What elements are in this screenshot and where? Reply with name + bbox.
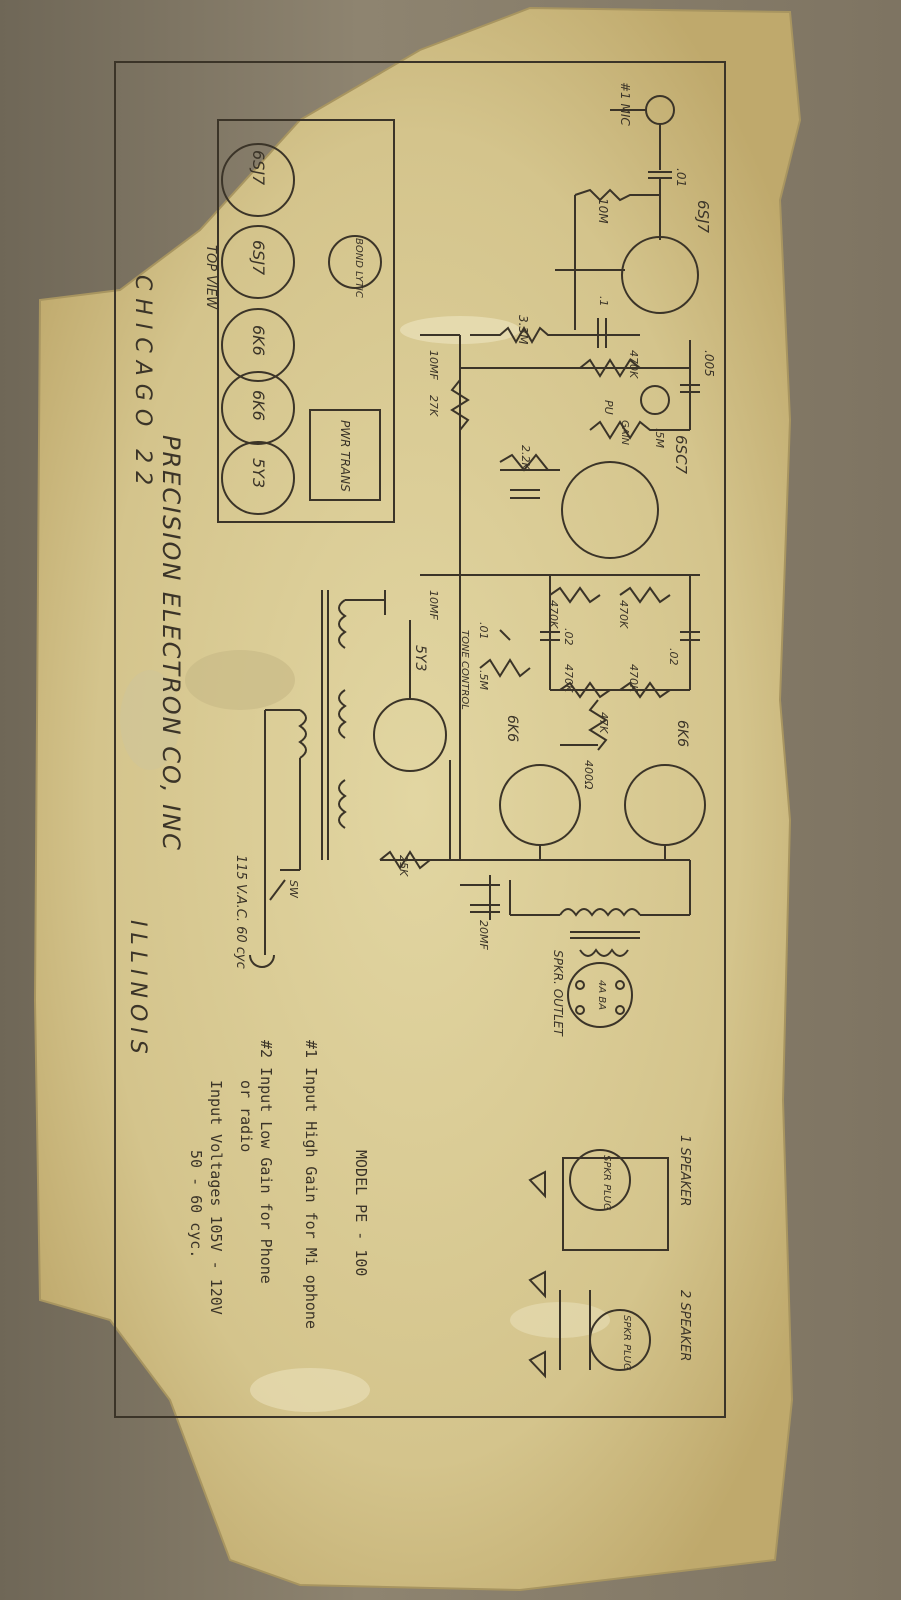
bond-lytic-can xyxy=(328,235,382,289)
power-trans-outline xyxy=(309,409,381,501)
cap-02-b-label: .02 xyxy=(667,648,680,666)
tube-layout-box xyxy=(217,119,395,523)
state-label: ILLINOIS xyxy=(125,920,150,1060)
city-label: CHICAGO 22 xyxy=(130,275,155,494)
mains-label: 115 V.A.C. 60 cyc xyxy=(233,855,248,969)
bond-lytic-label: BOND LYTIC xyxy=(353,238,364,298)
r-2-2k-label: 2.2K xyxy=(519,445,532,470)
circuit-wiring xyxy=(249,95,706,1379)
speaker-outlet-label: SPKR. OUTLET xyxy=(551,950,565,1036)
cap-01-tone-label: .01 xyxy=(477,622,490,640)
r-470k-d-label: 470K xyxy=(562,664,575,693)
cap-1-label: .1 xyxy=(597,296,610,307)
cap-01-label: .01 xyxy=(674,168,688,188)
r-470k-e-label: 470K xyxy=(627,664,640,693)
input-note-5: 50 - 60 cyc. xyxy=(187,1150,205,1259)
pu-label: PU xyxy=(602,400,615,415)
input-note-2: #2 Input Low Gain for Phone xyxy=(257,1040,275,1284)
power-trans-label: PWR TRANS xyxy=(338,420,352,492)
r-470k-b-label: 470K xyxy=(547,600,560,629)
r-400-label: 400Ω xyxy=(582,760,595,790)
input-note-4: Input Voltages 105V - 120V xyxy=(207,1080,225,1315)
driver-tube-label: 6SC7 xyxy=(672,435,690,475)
rectifier-tube-label: 5Y3 xyxy=(412,645,428,672)
model-label: MODEL PE - 100 xyxy=(352,1150,370,1277)
preamp-tube-label: 6SJ7 xyxy=(694,200,712,234)
two-speaker-label: 2 SPEAKER xyxy=(677,1290,692,1362)
company-label: PRECISION ELECTRON CO, INC xyxy=(157,435,185,852)
r-3-3m-label: 3.3M xyxy=(516,315,530,345)
schematic-border xyxy=(114,61,726,1418)
r-47k-label: 47K xyxy=(597,712,610,734)
r-10m-label: 10M xyxy=(596,198,610,224)
pot-5m-label: .5M xyxy=(653,428,666,448)
cap-02-a-label: .02 xyxy=(562,628,575,646)
cap-20mf-label: 20MF xyxy=(477,920,490,950)
cap-10mf-b-label: 10MF xyxy=(427,590,440,620)
switch-label: SW xyxy=(287,880,300,898)
r-27k-label: 27K xyxy=(427,395,440,417)
mic-label: #1 MIC xyxy=(618,82,632,126)
input-note-3: or radio xyxy=(237,1080,255,1153)
cap-10mf-a-label: 10MF xyxy=(427,350,440,380)
tube-label-2: 6SJ7 xyxy=(249,240,268,276)
tube-label-1: 6SJ7 xyxy=(249,150,268,186)
paper-sheet xyxy=(33,6,802,1592)
r-470k-c-label: 470K xyxy=(617,600,630,629)
cap-005-label: .005 xyxy=(702,350,716,377)
speaker-socket-label: 4A BA xyxy=(596,980,607,1011)
pot-5m-tone-label: .5M xyxy=(477,670,490,690)
output-tube-1-label: 6K6 xyxy=(504,715,520,742)
tube-label-5: 5Y3 xyxy=(249,458,268,489)
speaker-plug-a-label: SPKR PLUG xyxy=(601,1155,612,1211)
top-view-label: TOP VIEW xyxy=(203,245,218,309)
tube-label-3: 6K6 xyxy=(249,325,268,356)
output-tube-2-label: 6K6 xyxy=(674,720,690,747)
tube-label-4: 6K6 xyxy=(249,390,268,421)
tone-control-label: TONE CONTROL xyxy=(459,630,470,710)
r-470k-a-label: 470K xyxy=(627,350,640,379)
r-25k-label: 25K xyxy=(397,855,410,877)
speaker-plug-b-label: SPKR PLUG xyxy=(621,1315,632,1371)
input-note-1: #1 Input High Gain for Mi ophone xyxy=(302,1040,320,1329)
gain-label: GAIN xyxy=(619,420,630,446)
one-speaker-label: 1 SPEAKER xyxy=(677,1135,692,1207)
